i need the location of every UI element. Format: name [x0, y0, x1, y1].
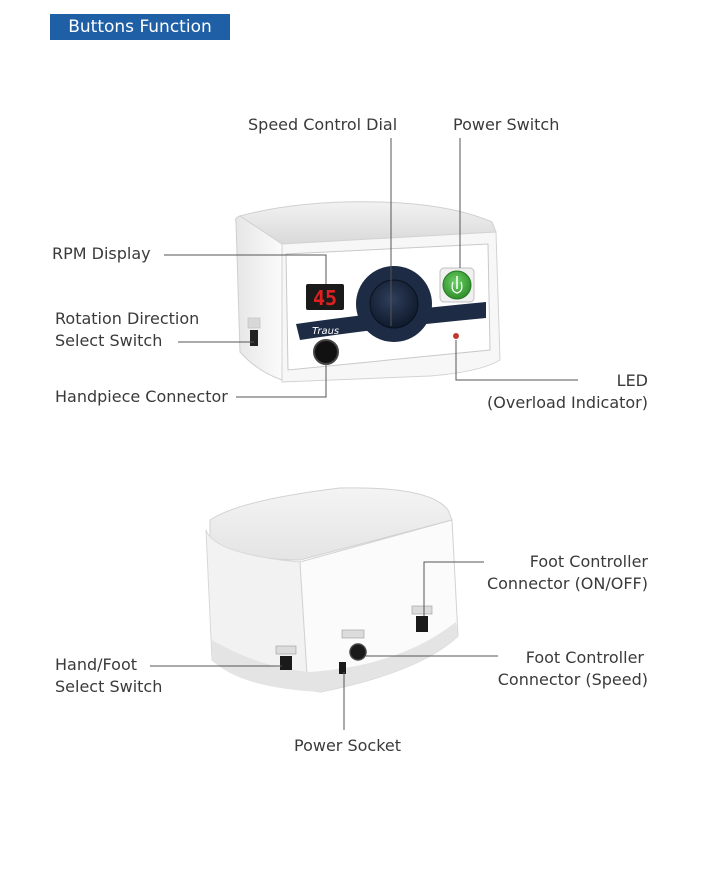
- label-foot-on-off-sub: Connector (ON/OFF): [486, 574, 648, 593]
- label-rotation-direction-sub: Select Switch: [55, 331, 163, 350]
- speed-control-dial[interactable]: [369, 279, 419, 329]
- label-power-switch: Power Switch: [453, 115, 560, 134]
- overload-led: [453, 333, 459, 339]
- front-device: Traus 45: [235, 201, 501, 383]
- brand-text: Traus: [312, 326, 339, 337]
- rotation-direction-switch[interactable]: [250, 330, 258, 346]
- label-led: LED: [616, 371, 648, 390]
- label-rotation-direction: Rotation Direction: [55, 309, 200, 328]
- label-hand-foot-switch: Hand/Foot: [55, 655, 138, 674]
- label-handpiece-connector: Handpiece Connector: [55, 387, 228, 406]
- foot-speed-connector[interactable]: [349, 643, 367, 661]
- power-socket[interactable]: [339, 662, 346, 674]
- rear-device: [205, 487, 459, 693]
- label-speed-control-dial: Speed Control Dial: [248, 115, 398, 134]
- label-hand-foot-switch-sub: Select Switch: [55, 677, 163, 696]
- foot-on-off-connector[interactable]: [416, 616, 428, 632]
- label-rpm-display: RPM Display: [52, 244, 151, 263]
- rpm-value: 45: [313, 286, 337, 310]
- hand-foot-select-switch[interactable]: [280, 656, 292, 670]
- handpiece-connector[interactable]: [313, 339, 339, 365]
- rear-leader-lines: [150, 561, 498, 730]
- label-led-sub: (Overload Indicator): [487, 393, 648, 412]
- rpm-display: [306, 284, 344, 310]
- section-title: Buttons Function: [50, 14, 230, 40]
- label-foot-speed-sub: Connector (Speed): [497, 670, 648, 689]
- front-leader-lines: [164, 138, 578, 398]
- label-foot-on-off: Foot Controller: [529, 552, 648, 571]
- label-foot-speed: Foot Controller: [525, 648, 644, 667]
- label-power-socket: Power Socket: [294, 736, 402, 755]
